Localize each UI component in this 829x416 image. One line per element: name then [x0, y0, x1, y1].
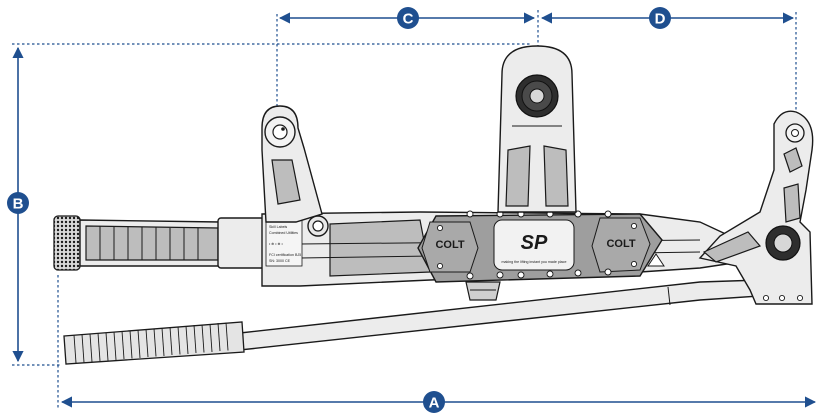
brand-right: COLT: [606, 238, 635, 250]
tagline: making the lifting instant you made plac…: [502, 260, 567, 264]
knurled-end-cap: [53, 215, 81, 271]
badge-d: [649, 7, 671, 29]
plate-line-5: SN: 3000 CE: [269, 259, 291, 263]
center-foot: [465, 281, 501, 301]
lower-grip: [63, 321, 245, 365]
badge-b-label: B: [13, 196, 24, 213]
plate-line-3: • ⊕ • ⊕ •: [269, 242, 284, 246]
plate-line-1: Skill Labels: [269, 225, 287, 229]
brand-plate: COLT COLT SP making the lifting instant …: [417, 210, 663, 283]
dimension-b: B: [7, 43, 530, 366]
dimension-a: A: [57, 275, 817, 413]
product-illustration: Skill Labels Combined Utilities • ⊕ • ⊕ …: [53, 45, 814, 365]
lower-lever: [63, 279, 761, 365]
right-linkage: [698, 110, 814, 305]
left-upright-arm: [261, 105, 323, 223]
badge-a-label: A: [429, 395, 440, 412]
brand-left: COLT: [435, 239, 464, 251]
id-plate: Skill Labels Combined Utilities • ⊕ • ⊕ …: [265, 219, 303, 267]
plate-line-4: FCI certification BJ5: [269, 253, 301, 257]
badge-b: [7, 192, 29, 214]
left-handle: [53, 215, 265, 271]
main-body: Skill Labels Combined Utilities • ⊕ • ⊕ …: [261, 210, 741, 301]
badge-c-label: C: [403, 11, 414, 28]
bolt-row-bottom: [466, 268, 612, 280]
badge-d-label: D: [655, 11, 666, 28]
center-upright: [497, 45, 577, 213]
badge-a: [423, 391, 445, 413]
badge-c: [397, 7, 419, 29]
dimension-d: D: [537, 7, 797, 112]
plate-line-2: Combined Utilities: [269, 231, 298, 235]
sp-logo: SP: [521, 232, 548, 254]
bolt-side: [436, 222, 638, 270]
dimension-c: C: [276, 7, 536, 110]
lower-grip-ridges: [73, 322, 229, 364]
